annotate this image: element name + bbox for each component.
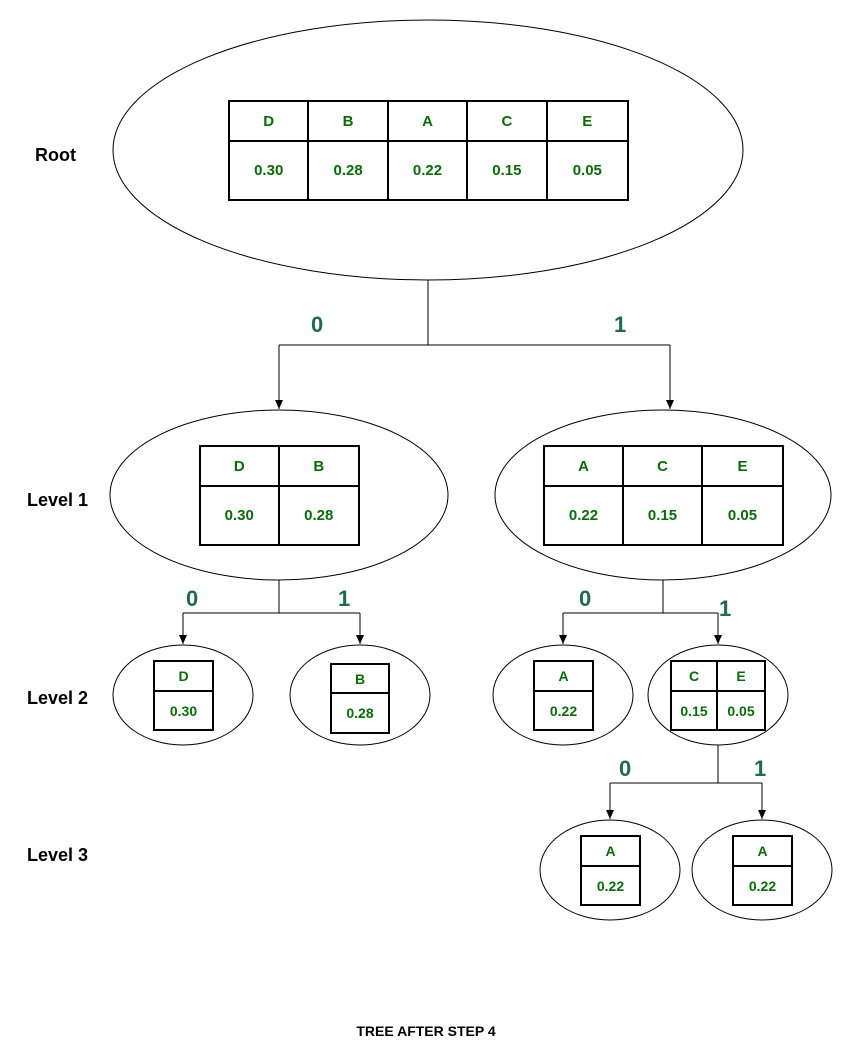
prob-cell: 0.15 [624,487,703,544]
symbol-cell: A [545,447,624,487]
prob-cell: 0.05 [727,507,758,524]
edge-label-l1-left-1: 1 [338,586,351,611]
edge-label-ce-0: 0 [619,756,632,781]
node-l2-b-ellipse [289,644,431,746]
prob-cell: 0.22 [549,702,578,719]
symbol-cell: A [535,662,592,692]
symbol-cell: B [332,665,388,694]
edge-l1-right-split [563,580,718,614]
prob-cell: 0.28 [304,507,334,524]
prob-cell: 0.28 [346,705,374,721]
symbol-cell: A [734,837,791,867]
symbol-cell: B [279,447,358,487]
edge-ce-split [610,745,762,784]
symbol-cell: A [582,837,639,867]
edge-label-ce-1: 1 [754,756,767,781]
prob-cell: 0.15 [468,142,548,199]
symbol-cell: A [388,102,469,142]
edge-l1-left-split [183,580,360,614]
symbol-cell: D [230,102,310,142]
prob-cell: 0.30 [230,142,310,199]
prob-cell: 0.30 [169,702,198,719]
symbol-cell: E [547,102,627,142]
edge-label-root-0: 0 [311,312,324,337]
prob-cell: 0.22 [545,487,624,544]
edge-root-split [279,280,670,346]
prob-cell: 0.22 [748,877,777,894]
prob-cell: 0.30 [201,487,280,544]
symbol-cell: C [624,447,703,487]
prob-cell: 0.22 [389,142,469,199]
node-l3-right-table: A 0.22 [732,835,793,906]
node-l2-a-table: A 0.22 [533,660,594,731]
symbol-cell: E [703,447,782,487]
prob-cell: 0.15 [672,692,718,729]
symbol-cell: D [155,662,212,692]
node-l2-a-ellipse [492,644,634,746]
node-l2-d-table: D 0.30 [153,660,214,731]
node-l3-right-ellipse [691,819,833,921]
diagram-caption: TREE AFTER STEP 4 [356,1023,496,1039]
prob-cell: 0.05 [727,702,755,719]
edge-label-l1-left-0: 0 [186,586,199,611]
prob-cell: 0.22 [596,877,625,894]
edge-label-l1-right-0: 0 [579,586,592,611]
level-label-root: Root [35,145,76,165]
prob-cell: 0.05 [572,162,602,179]
symbol-cell: B [309,102,389,142]
prob-cell: 0.28 [309,142,389,199]
level-label-2: Level 2 [27,688,89,708]
symbol-cell: C [672,662,718,692]
node-l3-left-ellipse [539,819,681,921]
node-l3-left-table: A 0.22 [580,835,641,906]
symbol-cell: C [468,102,548,142]
level-label-1: Level 1 [27,490,89,510]
symbol-cell: E [718,662,764,692]
edge-label-l1-right-1: 1 [719,596,732,621]
edge-label-root-1: 1 [614,312,627,337]
node-l2-d-ellipse [112,644,254,746]
level-label-3: Level 3 [27,845,89,865]
symbol-cell: D [201,447,280,487]
node-l2-b-table: B 0.28 [330,663,390,734]
